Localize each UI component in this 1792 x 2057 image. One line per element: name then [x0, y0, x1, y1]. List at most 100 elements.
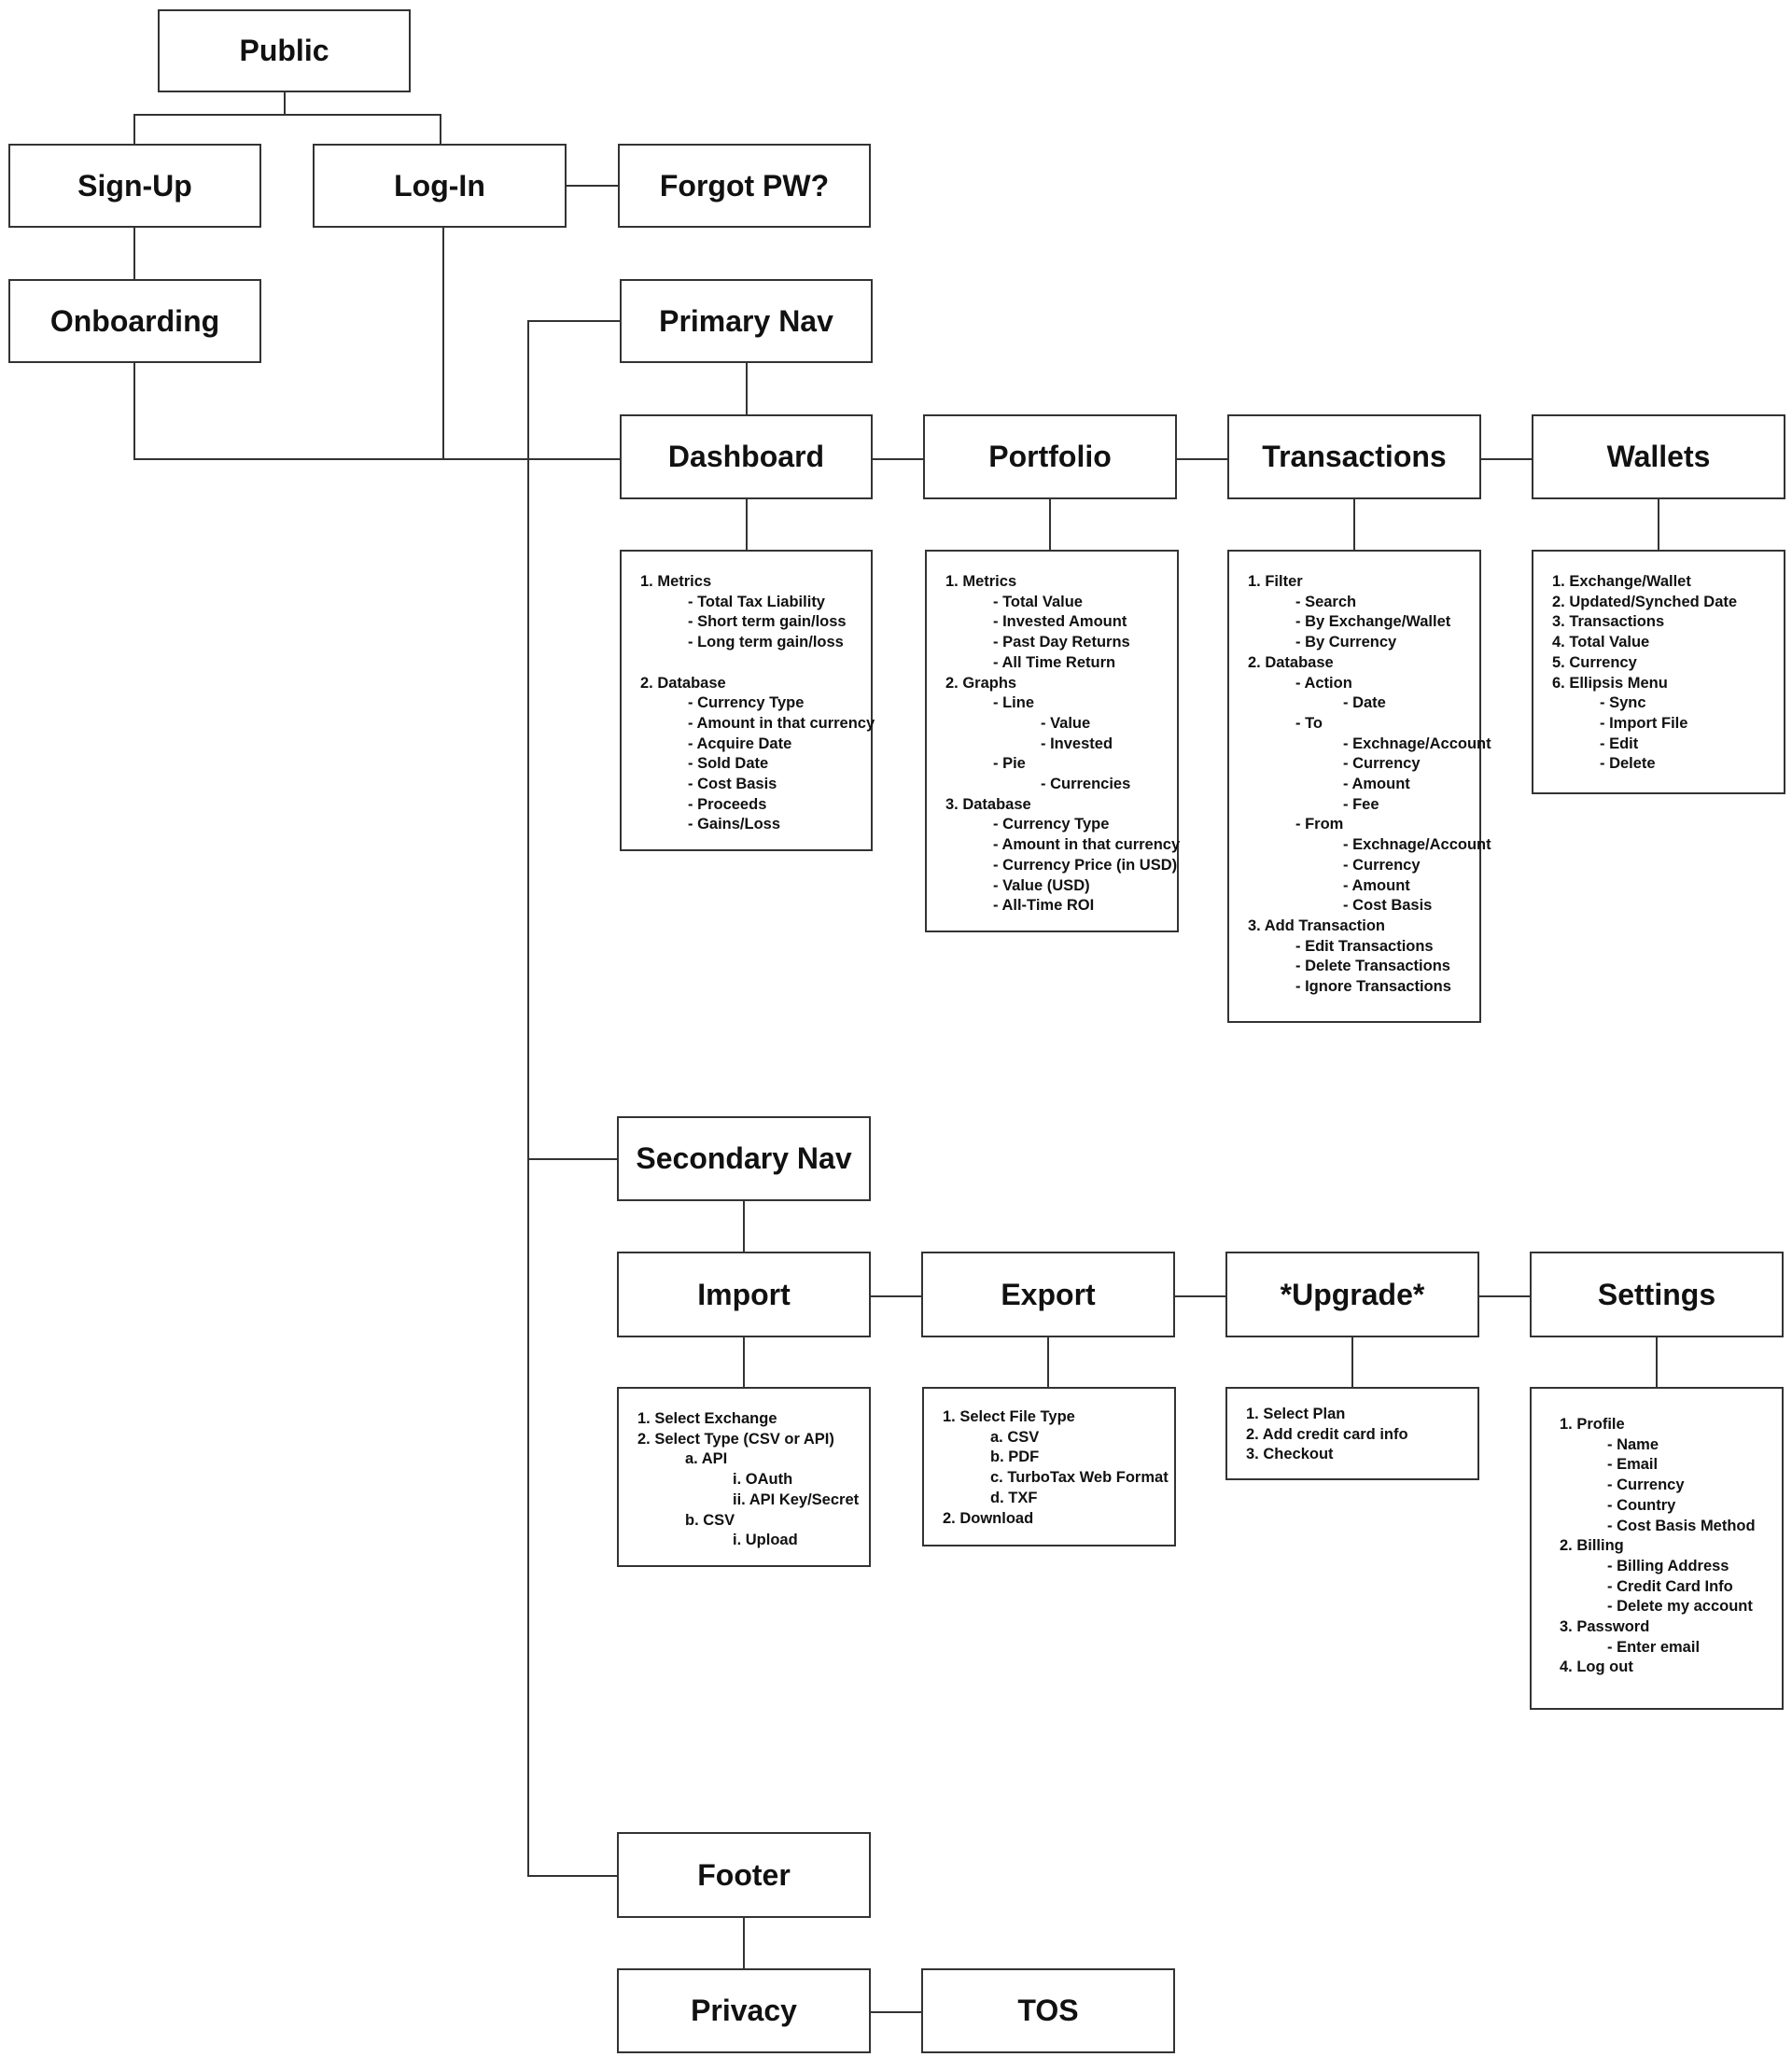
detail-line: - Currencies [1041, 776, 1131, 793]
node-secondary-nav: Secondary Nav [617, 1116, 871, 1201]
detail-line: - By Currency [1295, 634, 1397, 651]
detail-line: - Import File [1600, 714, 1688, 732]
detail-line: d. TXF [990, 1489, 1038, 1506]
detail-line: i. OAuth [733, 1471, 793, 1489]
detail-line: - Invested Amount [993, 613, 1127, 631]
node-upgrade-label: *Upgrade* [1280, 1277, 1425, 1311]
detail-line: - Value (USD) [993, 876, 1090, 894]
detail-line: - Delete Transactions [1295, 958, 1450, 975]
detail-transactions: 1. Filter- Search- By Exchange/Wallet- B… [1227, 550, 1491, 1023]
detail-line: 3. Database [945, 795, 1031, 813]
detail-line: - Amount [1343, 876, 1410, 894]
detail-line: - Delete [1600, 755, 1656, 773]
detail-line: - Proceeds [688, 795, 767, 813]
detail-line: - All Time Return [993, 653, 1116, 671]
detail-line: ii. API Key/Secret [733, 1490, 860, 1508]
detail-line: 2. Select Type (CSV or API) [637, 1430, 834, 1448]
detail-line: 1. Metrics [945, 573, 1017, 590]
node-privacy-label: Privacy [691, 1994, 797, 2027]
detail-line: - By Exchange/Wallet [1295, 613, 1451, 631]
connector-public-signup-login [133, 114, 441, 155]
node-transactions: Transactions [1227, 414, 1481, 499]
detail-line: - Edit Transactions [1295, 937, 1434, 955]
detail-line: 2. Add credit card info [1246, 1425, 1408, 1443]
detail-line: - Search [1295, 593, 1357, 610]
detail-dashboard: 1. Metrics - Total Tax Liability - Short t… [620, 550, 875, 851]
node-secondary-nav-label: Secondary Nav [636, 1141, 852, 1175]
detail-line: - Long term gain/loss [688, 634, 844, 651]
detail-line: - Cost Basis [688, 776, 777, 793]
detail-line: - Cost Basis Method [1607, 1517, 1756, 1534]
node-tos: TOS [921, 1968, 1175, 2053]
node-privacy: Privacy [617, 1968, 871, 2053]
detail-line: 3. Add Transaction [1248, 917, 1386, 934]
node-signup-label: Sign-Up [77, 168, 192, 203]
detail-line [640, 653, 871, 674]
detail-line: - Cost Basis [1343, 897, 1433, 915]
node-onboarding-label: Onboarding [49, 303, 220, 338]
detail-line: 4. Log out [1560, 1658, 1633, 1676]
detail-line: - Email [1607, 1456, 1659, 1474]
detail-line: - Currency Type [688, 694, 805, 712]
detail-line: - Fee [1343, 795, 1379, 813]
detail-line: 2. Database [640, 674, 726, 692]
detail-line: - Currency [1343, 856, 1421, 874]
detail-line: - Invested [1041, 735, 1113, 752]
node-footer: Footer [617, 1832, 871, 1918]
detail-line: - Past Day Returns [993, 634, 1130, 651]
node-primary-nav: Primary Nav [620, 279, 873, 363]
node-signup: Sign-Up [8, 144, 261, 228]
node-forgot-pw-label: Forgot PW? [659, 168, 830, 203]
node-login-label: Log-In [394, 168, 485, 203]
detail-line: - Sync [1600, 694, 1646, 712]
detail-line: 2. Download [943, 1509, 1034, 1527]
node-public: Public [158, 9, 411, 92]
connector-spine [527, 320, 622, 1877]
detail-settings: 1. Profile- Name- Email- Currency- Count… [1530, 1387, 1784, 1710]
detail-line: 2. Graphs [945, 674, 1017, 692]
node-portfolio-label: Portfolio [988, 440, 1112, 473]
detail-line: - Exchnage/Account [1343, 735, 1491, 752]
detail-line: - Ignore Transactions [1295, 978, 1451, 996]
detail-line: - Gains/Loss [688, 816, 781, 833]
node-settings-label: Settings [1597, 1277, 1716, 1311]
detail-line: 1. Select Plan [1246, 1406, 1346, 1422]
node-onboarding: Onboarding [8, 279, 261, 363]
detail-line: - Value [1041, 714, 1091, 732]
node-wallets: Wallets [1532, 414, 1785, 499]
detail-line: - Country [1607, 1496, 1676, 1514]
detail-line: - Credit Card Info [1607, 1577, 1733, 1595]
detail-line: b. PDF [990, 1448, 1040, 1466]
detail-line: - Currency [1343, 755, 1421, 773]
node-footer-label: Footer [697, 1857, 791, 1892]
node-transactions-label: Transactions [1262, 440, 1447, 473]
detail-line: 1. Select Exchange [637, 1410, 777, 1427]
detail-line: - Amount in that currency [688, 714, 875, 732]
detail-line: - Exchnage/Account [1343, 836, 1491, 854]
detail-line: - Edit [1600, 735, 1639, 752]
detail-line: - From [1295, 816, 1344, 833]
detail-portfolio: 1. Metrics - Total Value - Invested Amount… [925, 550, 1180, 932]
detail-line: 1. Select File Type [943, 1408, 1075, 1425]
node-forgot-pw: Forgot PW? [618, 144, 871, 228]
detail-line: - Pie [993, 755, 1026, 773]
detail-line: 1. Metrics [640, 573, 712, 590]
detail-line: 3. Password [1560, 1618, 1650, 1636]
detail-line: - Total Tax Liability [688, 593, 825, 610]
node-import: Import [617, 1252, 871, 1337]
connector-onboarding-dashboard [133, 362, 622, 460]
node-login: Log-In [313, 144, 567, 228]
detail-line: a. API [685, 1450, 728, 1468]
detail-line: 5. Currency [1552, 653, 1637, 671]
node-dashboard-label: Dashboard [667, 440, 825, 473]
detail-line: 2. Billing [1560, 1537, 1624, 1555]
detail-line: - Short term gain/loss [688, 613, 847, 631]
detail-line: - Date [1343, 694, 1386, 712]
node-portfolio: Portfolio [923, 414, 1177, 499]
detail-line: - Total Value [993, 593, 1083, 610]
detail-line: 6. Ellipsis Menu [1552, 674, 1668, 692]
